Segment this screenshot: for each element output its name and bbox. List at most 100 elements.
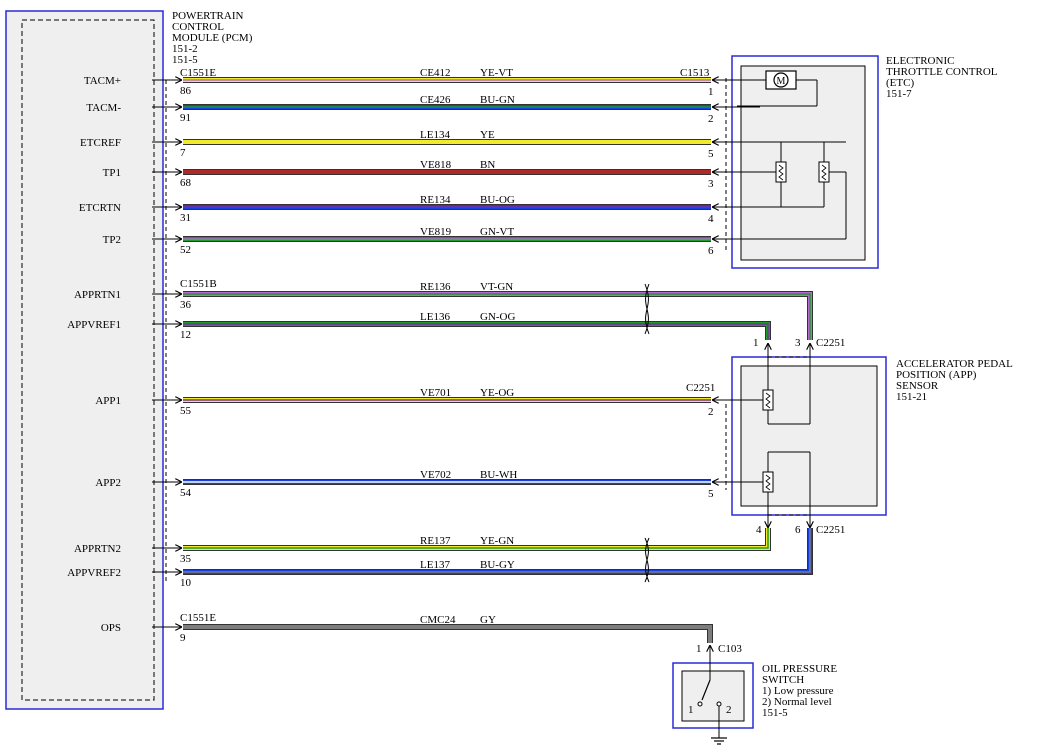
etc-title-line-4: 151-7 [886,88,912,100]
wire-color-code: GN-OG [480,311,515,323]
connector-c2251-bottom: C2251 [816,524,845,536]
app-title: ACCELERATOR PEDAL POSITION (APP) SENSOR … [896,358,1013,403]
circuit-id: CMC24 [420,614,456,626]
app-module: C2251 C2251 C2251 ACCELERATOR PEDAL POSI… [686,337,1013,536]
pcm-pin-number: 31 [180,212,191,224]
connector-c103: C103 [718,643,742,655]
device-pin-number: 3 [708,178,714,190]
circuit-id: VE701 [420,387,451,399]
pcm-pin-number: 35 [180,553,192,565]
pcm-title-line-3: MODULE (PCM) [172,32,253,44]
device-pin-number: 1 [696,643,702,655]
wire-stripe [183,323,769,340]
etc-title-line-2: THROTTLE CONTROL [886,66,998,78]
wire-outline [183,321,771,340]
pcm-pin-number: 52 [180,244,191,256]
pcm-module: POWERTRAIN CONTROL MODULE (PCM) 151-2 15… [5,10,253,710]
wire-color-code: BU-WH [480,469,517,481]
wire-tacm-: TACM+ 86 CE412 YE-VT 1 [84,67,760,98]
circuit-id: CE412 [420,67,451,79]
signal-label: APPVREF1 [67,319,121,331]
ops-title-line-1: OIL PRESSURE [762,663,837,675]
signal-label: APP1 [95,395,121,407]
pcm-inner [21,19,155,701]
wire-color-code: BU-OG [480,194,515,206]
wire-color-code: VT-GN [480,281,513,293]
circuit-id: VE818 [420,159,452,171]
wire-color-code: GY [480,614,496,626]
wire-color-code: YE-GN [480,535,514,547]
pcm-pin-number: 91 [180,112,191,124]
device-pin-number: 5 [708,488,714,500]
twisted-pair-icon [644,537,650,583]
wire-outline [183,528,771,551]
pcm-title-line-1: POWERTRAIN [172,10,244,22]
circuit-id: RE136 [420,281,451,293]
connector-c2251-mid: C2251 [686,382,715,394]
ops-inner [681,670,745,722]
connector-c1551e-bottom: C1551E [180,612,216,624]
circuit-id: LE136 [420,311,450,323]
circuit-id: CE426 [420,94,451,106]
wire-color-code: BU-GY [480,559,515,571]
signal-label: TACM+ [84,75,121,87]
pcm-box [5,10,164,710]
wire-color-code: YE-VT [480,67,513,79]
ops-title: OIL PRESSURE SWITCH 1) Low pressure 2) N… [762,663,837,719]
device-pin-number: 4 [756,524,762,536]
connector-c1551b: C1551B [180,278,217,290]
wire-color-code: BN [480,159,495,171]
pcm-pin-number: 36 [180,299,192,311]
signal-label: APPRTN2 [74,543,121,555]
ops-switch-icon [701,679,711,701]
wire-stripe [183,528,769,549]
twisted-pair-icon [644,283,650,335]
circuit-id: RE137 [420,535,451,547]
wire-stripe [183,293,811,340]
device-pin-number: 2 [708,113,714,125]
ops-title-line-4: 2) Normal level [762,696,832,708]
pcm-pin-number: 68 [180,177,192,189]
wire-color-code: BU-GN [480,94,515,106]
signal-label: APPRTN1 [74,289,121,301]
device-pin-number: 5 [708,148,714,160]
signal-label: APPVREF2 [67,567,121,579]
wire-body [183,625,712,643]
wire-color-code: YE [480,129,495,141]
etc-inner [740,65,866,261]
pcm-pin-number: 54 [180,487,192,499]
ops-title-line-5: 151-5 [762,707,788,719]
device-pin-number: 4 [708,213,714,225]
ops-module: 1 2 C103 OIL PRESSURE SWITCH 1) Low pres… [672,643,837,745]
pcm-title: POWERTRAIN CONTROL MODULE (PCM) 151-2 15… [172,10,253,66]
signal-label: TP1 [103,167,121,179]
pcm-pin-number: 86 [180,85,192,97]
device-pin-number: 1 [708,86,714,98]
device-pin-number: 6 [708,245,714,257]
circuit-id: VE819 [420,226,452,238]
app-title-line-4: 151-21 [896,391,927,403]
connector-c1513: C1513 [680,67,710,79]
motor-label: M [777,76,786,87]
signal-label: ETCRTN [79,202,121,214]
app-title-line-3: SENSOR [896,380,939,392]
device-pin-number: 3 [795,337,801,349]
circuit-id: LE134 [420,129,450,141]
etc-module: C1513 M ELECTRONIC THROTTLE CONTROL (ETC… [680,55,998,269]
pcm-title-line-2: CONTROL [172,21,224,33]
connector-c2251-top: C2251 [816,337,845,349]
etc-title-line-3: (ETC) [886,77,914,89]
wire-apprtn2: APPRTN2 35 RE137 YE-GN 4 [74,524,771,565]
ops-title-line-2: SWITCH [762,674,804,686]
signal-label: ETCREF [80,137,121,149]
device-pin-number: 2 [708,406,714,418]
ops-terminal-2: 2 [726,704,732,716]
